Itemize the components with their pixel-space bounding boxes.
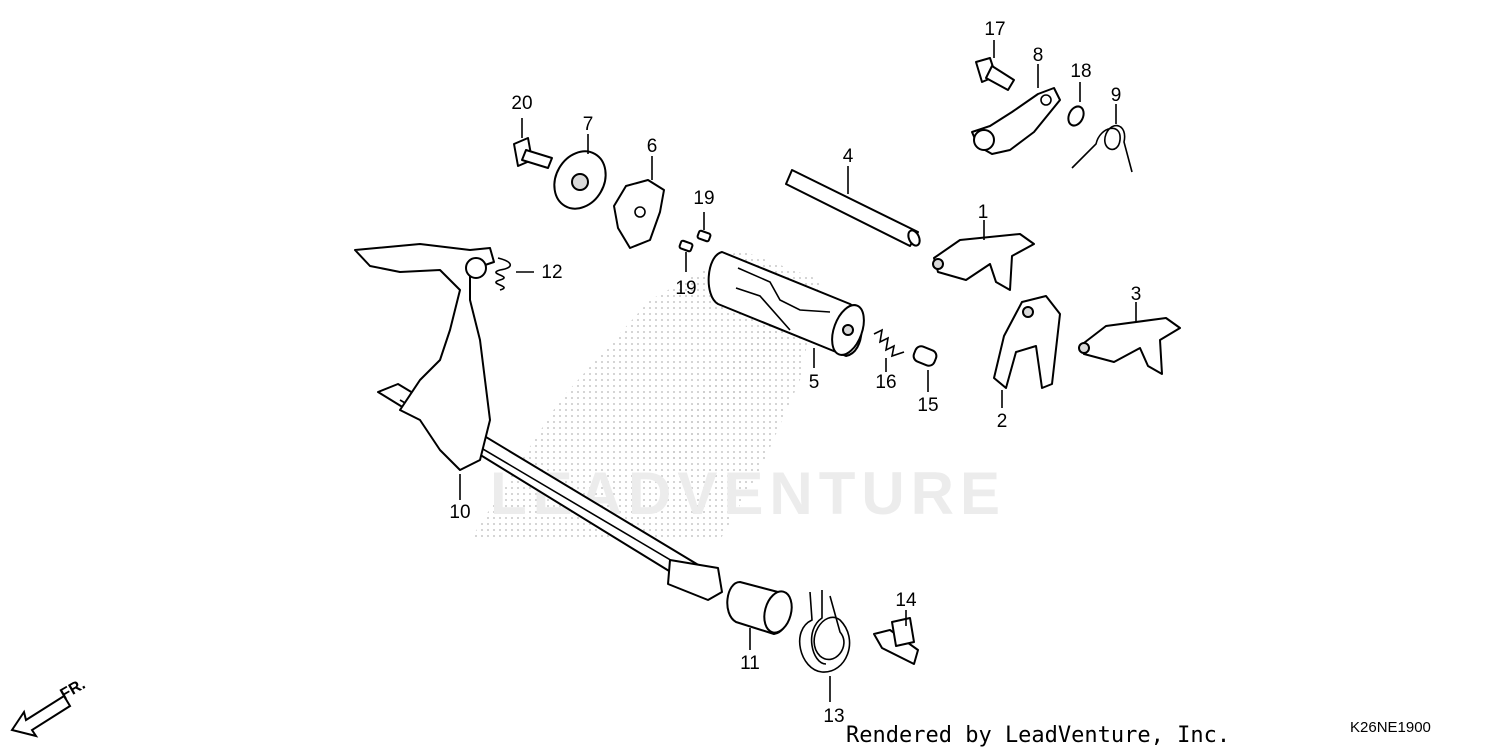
callout-17: 17 bbox=[984, 19, 1005, 40]
callout-8: 8 bbox=[1033, 45, 1044, 66]
callout-14: 14 bbox=[895, 590, 917, 611]
part-15-plunger bbox=[912, 345, 938, 392]
part-8-stopper-arm bbox=[971, 64, 1061, 155]
callout-15: 15 bbox=[917, 395, 938, 416]
front-direction-arrow: FR. bbox=[10, 676, 88, 738]
callout-11: 11 bbox=[740, 653, 760, 674]
part-2-shift-fork bbox=[993, 295, 1061, 408]
callout-16: 16 bbox=[875, 372, 896, 393]
callout-2: 2 bbox=[997, 411, 1008, 432]
diagram-code: K26NE1900 bbox=[1350, 719, 1431, 736]
part-19-pins bbox=[678, 212, 712, 272]
callout-6: 6 bbox=[647, 136, 658, 157]
part-20-bolt bbox=[513, 118, 553, 169]
part-11-collar bbox=[726, 581, 793, 650]
part-10-gearshift-spindle bbox=[354, 243, 723, 601]
callout-5: 5 bbox=[809, 372, 820, 393]
callout-12: 12 bbox=[541, 262, 562, 283]
part-1-shift-fork bbox=[932, 220, 1035, 291]
callout-3: 3 bbox=[1131, 284, 1142, 305]
part-4-fork-shaft bbox=[785, 166, 921, 247]
callout-7: 7 bbox=[583, 114, 594, 135]
part-13-return-spring bbox=[798, 590, 851, 702]
part-12-spring bbox=[495, 257, 534, 291]
callout-19-lower: 19 bbox=[675, 278, 696, 299]
callout-18: 18 bbox=[1070, 61, 1091, 82]
part-3-shift-fork bbox=[1078, 302, 1181, 375]
part-16-spring bbox=[873, 328, 905, 372]
callout-4: 4 bbox=[843, 146, 854, 167]
part-9-stopper-spring bbox=[1071, 104, 1133, 173]
watermark: LEADVENTURE bbox=[470, 250, 1000, 540]
part-6-star-plate bbox=[613, 156, 665, 249]
part-7-plate bbox=[553, 134, 607, 210]
callout-9: 9 bbox=[1111, 85, 1122, 106]
credit-text: Rendered by LeadVenture, Inc. bbox=[846, 723, 1230, 748]
callout-19-upper: 19 bbox=[693, 188, 714, 209]
callout-20: 20 bbox=[511, 93, 532, 114]
callout-13: 13 bbox=[823, 706, 844, 727]
part-18-washer bbox=[1067, 82, 1085, 127]
callouts: 1 2 3 4 5 6 7 8 9 10 11 12 13 14 15 16 1… bbox=[449, 19, 1141, 727]
callout-10: 10 bbox=[449, 502, 470, 523]
part-5-shift-drum bbox=[707, 251, 865, 368]
callout-1: 1 bbox=[978, 202, 989, 223]
part-17-bolt bbox=[975, 40, 1015, 91]
part-14-pin-bolt bbox=[873, 610, 919, 665]
